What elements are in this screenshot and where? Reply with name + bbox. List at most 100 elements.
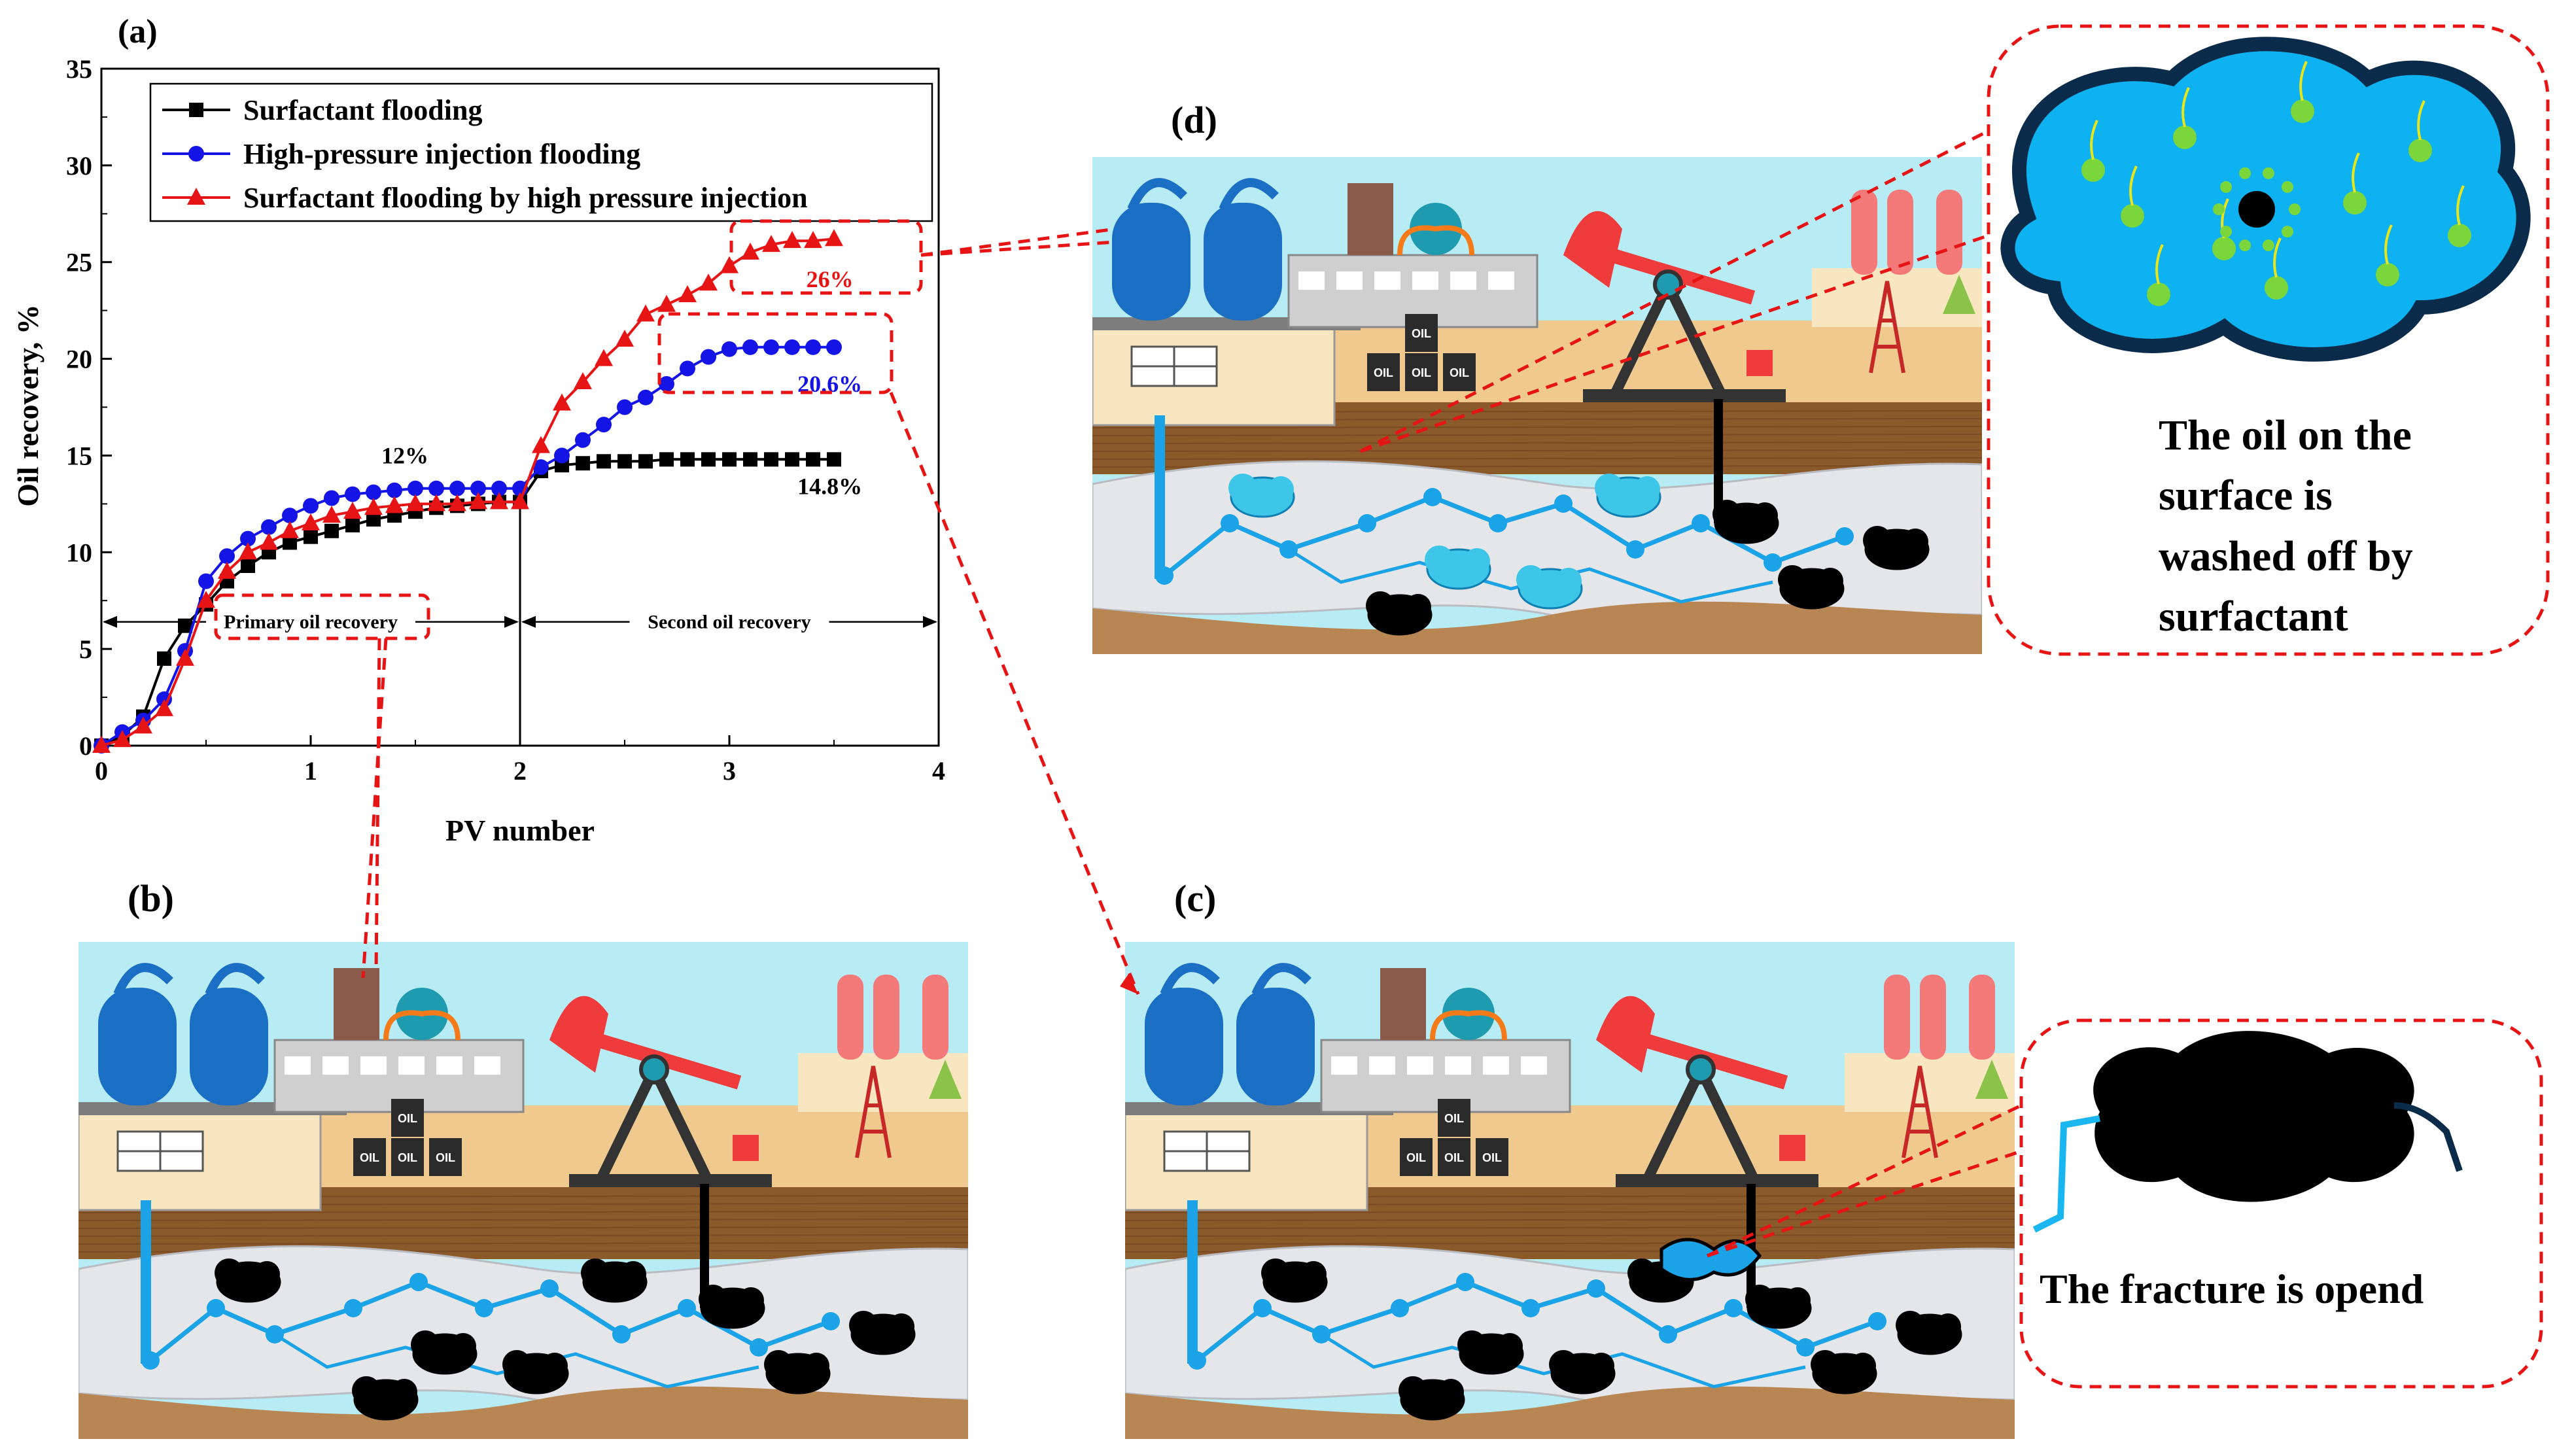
factory-window bbox=[1369, 1056, 1395, 1075]
oil-droplet-lobe bbox=[411, 1330, 440, 1359]
pore-node bbox=[1724, 1299, 1743, 1317]
factory-window bbox=[1374, 271, 1400, 290]
oil-droplet-lobe bbox=[1366, 591, 1395, 620]
oil-droplet-lobe bbox=[1863, 526, 1892, 555]
storage-tank bbox=[1112, 203, 1191, 321]
data-point bbox=[260, 532, 278, 550]
data-point bbox=[743, 452, 757, 467]
data-point bbox=[322, 506, 341, 523]
flow-channel bbox=[273, 1332, 759, 1389]
pore-node bbox=[1391, 1299, 1409, 1317]
soil-stripe bbox=[78, 1242, 968, 1245]
y-tick-label: 30 bbox=[66, 151, 92, 181]
factory-window bbox=[1488, 271, 1514, 290]
micelle-head bbox=[2262, 167, 2274, 179]
surfactant-head bbox=[2265, 276, 2288, 300]
surfactant-tail bbox=[2273, 237, 2282, 278]
barrel-label: OIL bbox=[360, 1151, 379, 1164]
zoom-water-channel bbox=[2032, 1115, 2100, 1233]
pump-weight bbox=[1779, 1135, 1805, 1161]
data-point bbox=[387, 482, 402, 498]
pore-node bbox=[1489, 514, 1507, 532]
oil-droplet-lobe bbox=[1784, 1287, 1811, 1313]
oil-droplet-lobe bbox=[391, 1379, 417, 1405]
data-point bbox=[218, 561, 236, 579]
data-point bbox=[303, 498, 319, 514]
series-line bbox=[100, 345, 834, 747]
refinery-column bbox=[1920, 975, 1946, 1060]
micelle-head bbox=[2281, 181, 2293, 193]
oil-droplet-lobe bbox=[849, 1311, 878, 1340]
oil-droplet-lobe bbox=[1457, 1330, 1486, 1359]
series-1 bbox=[94, 339, 842, 754]
data-point bbox=[532, 436, 550, 453]
data-point bbox=[427, 494, 445, 511]
data-point bbox=[701, 452, 716, 467]
data-point bbox=[343, 502, 362, 519]
micelle-head bbox=[2220, 181, 2233, 193]
oil-barrel bbox=[1438, 1138, 1470, 1176]
panel-label-c: (c) bbox=[1174, 877, 1217, 920]
data-point bbox=[408, 480, 423, 496]
barrel-label: OIL bbox=[436, 1151, 455, 1164]
surfactant-head bbox=[2212, 237, 2236, 260]
data-point bbox=[240, 530, 256, 547]
data-point bbox=[219, 548, 235, 564]
surfactant-head bbox=[2121, 204, 2144, 228]
barrel-label: OIL bbox=[1412, 366, 1431, 379]
tree bbox=[1975, 1060, 2008, 1099]
barrel-label: OIL bbox=[398, 1151, 417, 1164]
data-point bbox=[595, 349, 613, 366]
data-point bbox=[533, 459, 549, 476]
micelle-head bbox=[2220, 226, 2233, 238]
pore-node bbox=[475, 1299, 493, 1317]
factory-window bbox=[360, 1056, 387, 1075]
surfactant-head bbox=[2343, 191, 2367, 215]
oil-barrel bbox=[353, 1138, 386, 1176]
data-point bbox=[763, 339, 779, 355]
data-point bbox=[176, 648, 194, 666]
zoom-pore-d bbox=[2000, 37, 2531, 362]
pore-node bbox=[266, 1325, 284, 1343]
oil-droplet-lobe bbox=[502, 1350, 531, 1379]
data-point bbox=[92, 736, 111, 753]
barrel-label: OIL bbox=[1444, 1112, 1464, 1125]
oil-droplet-lobe bbox=[1817, 568, 1843, 594]
oil-droplet-lobe bbox=[1405, 594, 1431, 620]
data-point bbox=[197, 591, 215, 608]
data-point bbox=[364, 498, 383, 515]
y-tick-label: 10 bbox=[66, 538, 92, 567]
region-label: Second oil recovery bbox=[648, 612, 810, 633]
oil-droplet-lobe bbox=[1497, 1333, 1523, 1359]
y-tick-label: 20 bbox=[66, 345, 92, 374]
data-point bbox=[575, 432, 591, 448]
factory-window bbox=[1298, 271, 1325, 290]
tank-pipe bbox=[113, 963, 173, 996]
pore-node bbox=[409, 1273, 428, 1291]
oil-droplet-lobe bbox=[1850, 1353, 1876, 1379]
micelle-head bbox=[2213, 203, 2225, 215]
data-point bbox=[785, 452, 799, 467]
oil-droplet-lobe bbox=[764, 1350, 793, 1379]
micelle-head bbox=[2239, 167, 2251, 179]
data-point bbox=[554, 447, 570, 464]
data-label: 12% bbox=[381, 442, 428, 468]
data-point bbox=[304, 529, 318, 544]
legend-swatch-marker bbox=[189, 103, 203, 117]
series-line bbox=[101, 237, 835, 747]
data-point bbox=[113, 730, 131, 748]
derrick bbox=[855, 1066, 892, 1158]
oil-droplet-lobe bbox=[1516, 565, 1545, 594]
refinery-column bbox=[1969, 975, 1995, 1060]
flow-channel bbox=[1287, 547, 1773, 604]
x-tick-label: 2 bbox=[513, 756, 527, 786]
data-point bbox=[470, 480, 486, 496]
data-point bbox=[157, 651, 171, 666]
leader-line bbox=[920, 240, 1116, 257]
pore-node bbox=[1835, 527, 1854, 546]
data-point bbox=[574, 372, 592, 390]
x-axis-title: PV number bbox=[445, 814, 595, 847]
